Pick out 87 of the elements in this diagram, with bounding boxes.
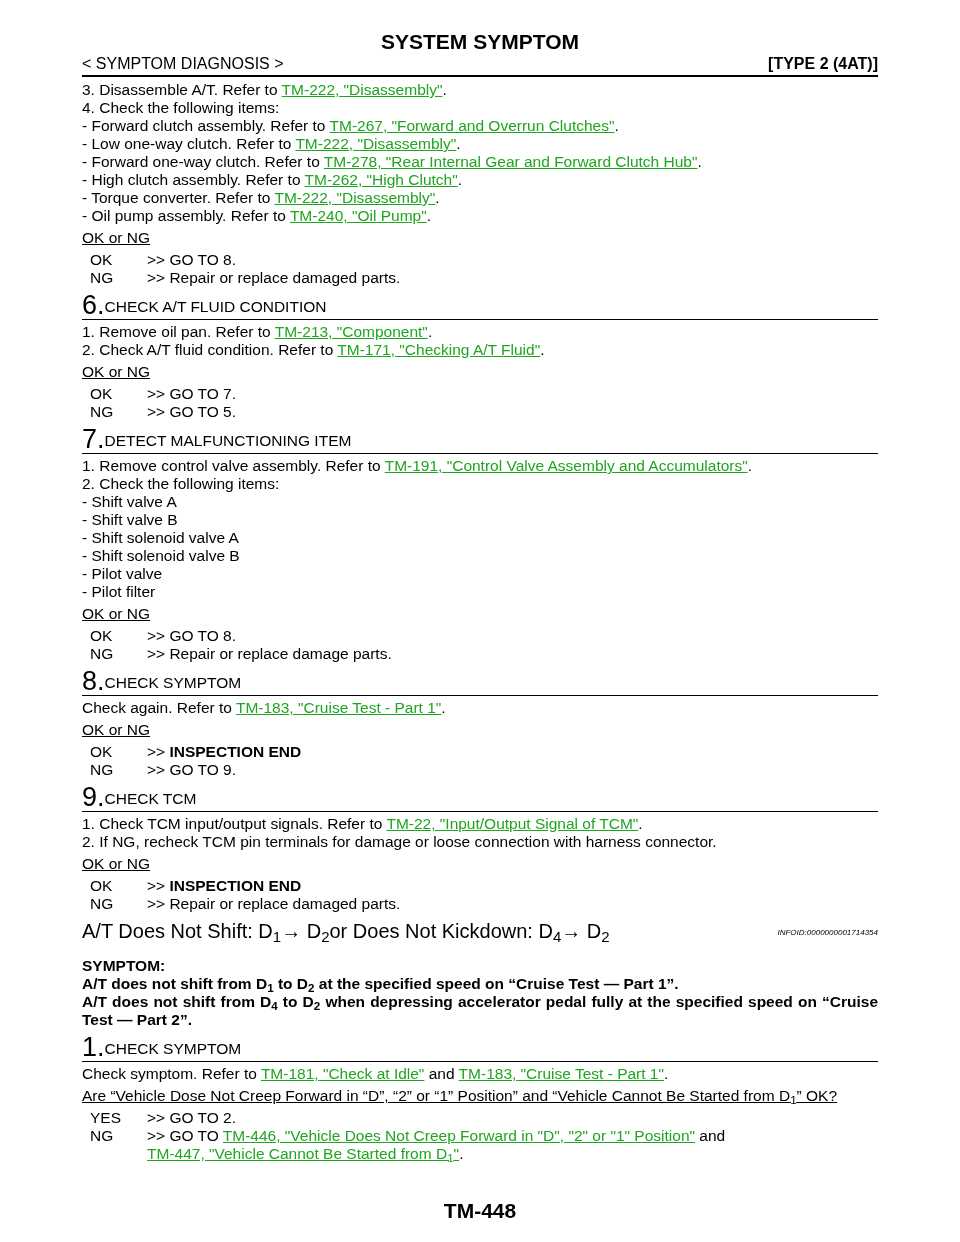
link: TM-240, "Oil Pump" [289, 207, 427, 224]
step-number: 6. [82, 291, 105, 319]
option-action: >> Repair or replace damage parts. [147, 645, 392, 663]
link: TM-191, "Control Valve Assembly and Accumulators" [384, 457, 748, 474]
step-title: CHECK SYMPTOM [104, 674, 242, 693]
step-number: 1. [82, 1033, 105, 1061]
option-action: >> Repair or replace damaged parts. [147, 269, 401, 287]
page-title: SYSTEM SYMPTOM [380, 30, 580, 54]
step-title: DETECT MALFUNCTIONING ITEM [104, 432, 352, 451]
link: TM-222, "Disassembly" [281, 81, 443, 98]
option-label: OK [90, 877, 114, 895]
option-label: NG [90, 761, 115, 779]
option-label: OK [90, 251, 114, 269]
symptom-text: A/T does not shift from D$_{1}$ to D$_{2}$ at the specified speed on “Cruise Test — Part 1”. [82, 975, 680, 993]
option-label: NG [90, 645, 115, 663]
link: TM-262, "High Clutch" [304, 171, 458, 188]
step-number: 8. [82, 667, 105, 695]
instruction-text: - Forward clutch assembly. Refer to TM-267, "Forward and Overrun Clutches". [82, 117, 620, 135]
link: TM-278, "Rear Internal Gear and Forward Clutch Hub" [323, 153, 698, 170]
link: TM-447, "Vehicle Cannot Be Started from D$_{1}$" [147, 1145, 460, 1162]
instruction-text: - Pilot valve [82, 565, 164, 583]
link: TM-181, "Check at Idle" [260, 1065, 425, 1082]
link: TM-183, "Cruise Test - Part 1" [235, 699, 442, 716]
step-title: CHECK A/T FLUID CONDITION [104, 298, 327, 317]
option-label: OK [90, 627, 114, 645]
instruction-text: 4. Check the following items: [82, 99, 281, 117]
link: TM-446, "Vehicle Does Not Creep Forward in "D", "2" or "1" Position" [222, 1127, 695, 1144]
instruction-text: 2. If NG, recheck TCM pin terminals for damage or loose connection with harness connector. [82, 833, 718, 851]
option-action: >> INSPECTION END [147, 743, 302, 761]
info-id: INFOID:0000000001714354 [777, 927, 878, 939]
instruction-text: - Oil pump assembly. Refer to TM-240, "Oil Pump". [82, 207, 432, 225]
step-title: CHECK TCM [104, 790, 197, 809]
option-label: NG [90, 269, 115, 287]
link: TM-213, "Component" [274, 323, 428, 340]
link: TM-267, "Forward and Overrun Clutches" [329, 117, 615, 134]
instruction-text: 2. Check the following items: [82, 475, 281, 493]
instruction-text: - Shift valve A [82, 493, 178, 511]
option-action: >> GO TO 7. [147, 385, 237, 403]
instruction-text: - High clutch assembly. Refer to TM-262, "High Clutch". [82, 171, 463, 189]
question-text: OK or NG [82, 855, 152, 873]
step-number: 7. [82, 425, 105, 453]
question-text: OK or NG [82, 605, 152, 623]
instruction-text: - Forward one-way clutch. Refer to TM-278, "Rear Internal Gear and Forward Clutch Hub". [82, 153, 703, 171]
link: TM-171, "Checking A/T Fluid" [337, 341, 541, 358]
section-title: A/T Does Not Shift: D$_{1}$→ D$_{2}$or Does Not Kickdown: D$_{4}$→ D$_{2}$ [82, 919, 610, 943]
question-text: Are “Vehicle Dose Not Creep Forward in “D”, “2” or “1” Position” and “Vehicle Cannot Be Started from D$_{1}$” OK? [82, 1087, 839, 1105]
option-label: OK [90, 385, 114, 403]
link: TM-183, "Cruise Test - Part 1" [458, 1065, 664, 1082]
link: TM-22, "Input/Output Signal of TCM" [386, 815, 639, 832]
model-header: [TYPE 2 (4AT)] [768, 54, 878, 74]
instruction-text: 1. Remove oil pan. Refer to TM-213, "Component". [82, 323, 434, 341]
instruction-text: 1. Check TCM input/output signals. Refer to TM-22, "Input/Output Signal of TCM". [82, 815, 644, 833]
option-label: NG [90, 895, 115, 913]
instruction-text: - Shift valve B [82, 511, 179, 529]
option-action: >> GO TO 8. [147, 251, 237, 269]
question-text: OK or NG [82, 229, 152, 247]
option-label: OK [90, 743, 114, 761]
step-title: CHECK SYMPTOM [104, 1040, 242, 1059]
option-action: >> GO TO 2. [147, 1109, 237, 1127]
instruction-text: 1. Remove control valve assembly. Refer to TM-191, "Control Valve Assembly and Accumulators". [82, 457, 754, 475]
instruction-text: Check again. Refer to TM-183, "Cruise Test - Part 1". [82, 699, 447, 717]
instruction-text: 2. Check A/T fluid condition. Refer to TM-171, "Checking A/T Fluid". [82, 341, 546, 359]
option-action: >> GO TO 9. [147, 761, 237, 779]
link: TM-222, "Disassembly" [295, 135, 457, 152]
page-number: TM-448 [443, 1202, 517, 1220]
link: TM-222, "Disassembly" [274, 189, 436, 206]
option-action: >> INSPECTION END [147, 877, 302, 895]
instruction-text: 3. Disassemble A/T. Refer to TM-222, "Disassembly". [82, 81, 448, 99]
instruction-text: - Torque converter. Refer to TM-222, "Disassembly". [82, 189, 441, 207]
instruction-text: - Low one-way clutch. Refer to TM-222, "Disassembly". [82, 135, 462, 153]
question-text: OK or NG [82, 721, 152, 739]
option-action: >> GO TO 5. [147, 403, 237, 421]
instruction-text: - Shift solenoid valve B [82, 547, 241, 565]
option-label: YES [90, 1109, 122, 1127]
option-label: NG [90, 403, 115, 421]
option-action: >> Repair or replace damaged parts. [147, 895, 401, 913]
symptom-text: SYMPTOM: [82, 957, 167, 975]
step-number: 9. [82, 783, 105, 811]
section-header: < SYMPTOM DIAGNOSIS > [82, 54, 284, 74]
instruction-text: - Pilot filter [82, 583, 157, 601]
option-action: >> GO TO TM-446, "Vehicle Does Not Creep Forward in "D", "2" or "1" Position" and TM-447, "Vehicle Cannot Be Started from D$_{1}$". [147, 1127, 727, 1163]
symptom-text: A/T does not shift from D$_{4}$ to D$_{2}$ when depressing accelerator pedal fully at the specified speed on “Cruise Test — Part 2”. [82, 993, 878, 1029]
option-action: >> GO TO 8. [147, 627, 237, 645]
question-text: OK or NG [82, 363, 152, 381]
instruction-text: - Shift solenoid valve A [82, 529, 240, 547]
option-label: NG [90, 1127, 115, 1145]
instruction-text: Check symptom. Refer to TM-181, "Check at Idle" and TM-183, "Cruise Test - Part 1". [82, 1065, 670, 1083]
